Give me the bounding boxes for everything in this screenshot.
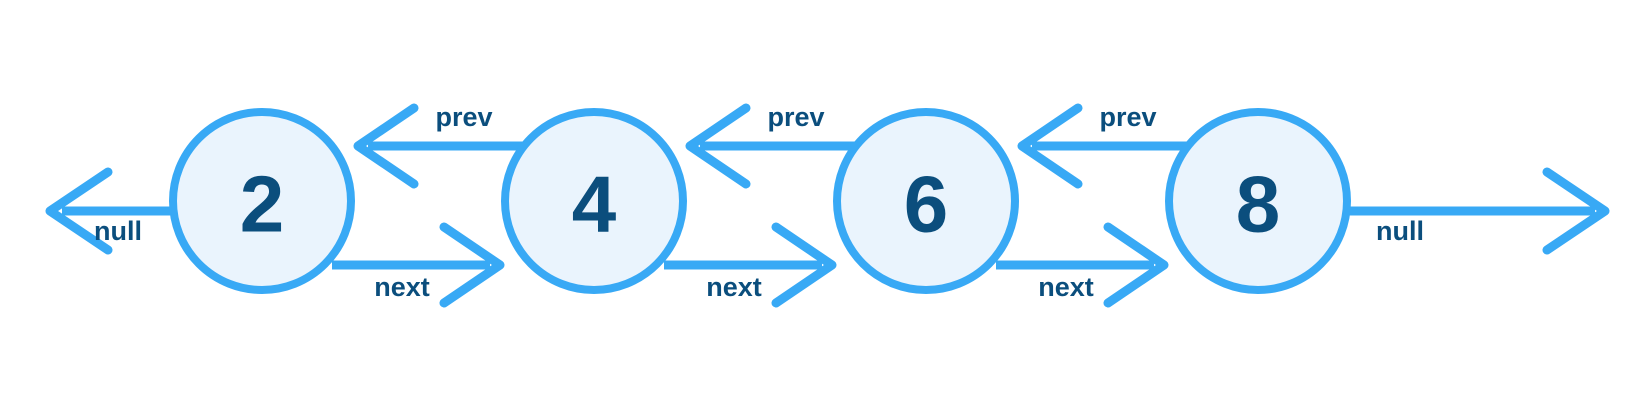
- node-value-label: 4: [572, 160, 617, 249]
- next-edge-label: next: [1038, 272, 1094, 302]
- tail-null-arrow: null: [1348, 167, 1610, 255]
- prev-arrowhead-icon: [353, 103, 419, 189]
- tail-null-arrowhead-icon: [1542, 167, 1610, 255]
- node-value-label: 2: [240, 160, 285, 249]
- node-circle: [833, 108, 1019, 294]
- prev-edge-label: prev: [767, 102, 824, 132]
- node-circle: [1165, 108, 1351, 294]
- node-value-label: 8: [1236, 160, 1281, 249]
- node-circle: [501, 108, 687, 294]
- next-arrowhead-icon: [771, 222, 837, 308]
- list-node-2[interactable]: 2: [169, 108, 355, 294]
- next-edge-label: next: [374, 272, 430, 302]
- next-arrowhead-icon: [439, 222, 505, 308]
- next-arrowhead-icon: [1103, 222, 1169, 308]
- head-null-arrowhead-icon: [45, 167, 113, 255]
- node-value-label: 6: [904, 160, 949, 249]
- prev-edge-label: prev: [1099, 102, 1156, 132]
- tail-null-label: null: [1376, 216, 1424, 246]
- list-node-4[interactable]: 4: [501, 108, 687, 294]
- next-edge-6-to-8: next: [996, 222, 1169, 308]
- prev-edge-4-to-2: prev: [353, 102, 540, 189]
- head-null-label: null: [94, 216, 142, 246]
- list-node-6[interactable]: 6: [833, 108, 1019, 294]
- next-edge-2-to-4: next: [332, 222, 505, 308]
- next-edge-4-to-6: next: [664, 222, 837, 308]
- next-edge-label: next: [706, 272, 762, 302]
- prev-edge-label: prev: [435, 102, 492, 132]
- node-circle: [169, 108, 355, 294]
- prev-edge-6-to-4: prev: [685, 102, 872, 189]
- prev-edge-8-to-6: prev: [1017, 102, 1204, 189]
- list-node-8[interactable]: 8: [1165, 108, 1351, 294]
- prev-arrowhead-icon: [1017, 103, 1083, 189]
- head-null-arrow: null: [45, 167, 172, 255]
- prev-arrowhead-icon: [685, 103, 751, 189]
